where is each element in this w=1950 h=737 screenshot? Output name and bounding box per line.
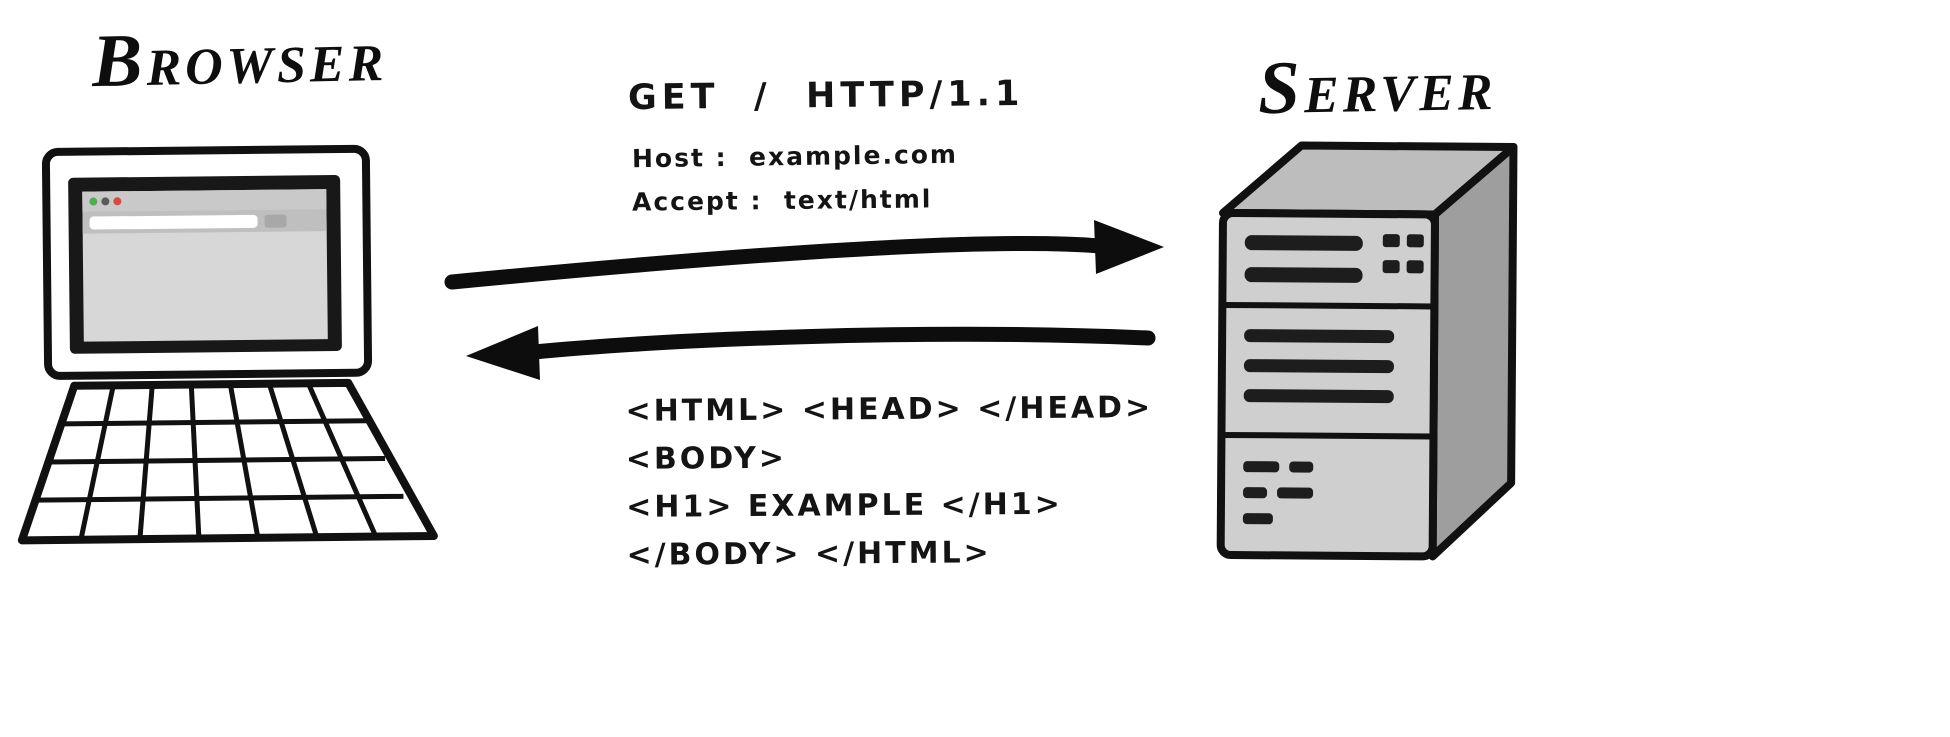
toolbar-button (264, 214, 287, 228)
response-line: </BODY> </HTML> (626, 535, 992, 573)
request-line: Host : example.com (631, 139, 959, 174)
window-dot-green-icon (89, 197, 98, 206)
server-button (1406, 234, 1424, 248)
response-line: <H1> EXAMPLE </H1> (626, 486, 1063, 525)
response-line: <HTML> <HEAD> </HEAD> (625, 390, 1154, 429)
server-drawing (1216, 141, 1518, 561)
window-dot-red-icon (113, 197, 122, 206)
server-button (1382, 260, 1400, 274)
server-illustration (1198, 128, 1543, 588)
slot-dash (1277, 487, 1314, 499)
laptop-illustration (12, 128, 472, 588)
laptop-drawing (17, 144, 438, 545)
vent-bar (1244, 267, 1363, 283)
response-arrow (466, 326, 1156, 380)
request-line: GET / HTTP/1.1 (627, 73, 1025, 119)
slot-dash (1289, 461, 1314, 473)
slot-dash (1243, 461, 1280, 473)
server-button (1382, 234, 1400, 248)
window-dot-gray-icon (101, 197, 110, 206)
drive-bar (1243, 359, 1394, 374)
browser-titlebar (82, 189, 327, 212)
slot-dash (1242, 513, 1273, 525)
server-button (1406, 260, 1424, 274)
vent-bar (1244, 235, 1363, 251)
slot-dash (1243, 487, 1268, 499)
request-line: Accept : text/html (631, 184, 933, 217)
drive-bar (1243, 389, 1394, 404)
response-line: <BODY> (625, 440, 788, 477)
response-text: <HTML> <HEAD> </HEAD> <BODY> <H1> EXAMPL… (625, 384, 1154, 580)
url-bar (89, 214, 258, 230)
request-arrow (444, 220, 1164, 290)
drive-bar (1244, 329, 1395, 344)
